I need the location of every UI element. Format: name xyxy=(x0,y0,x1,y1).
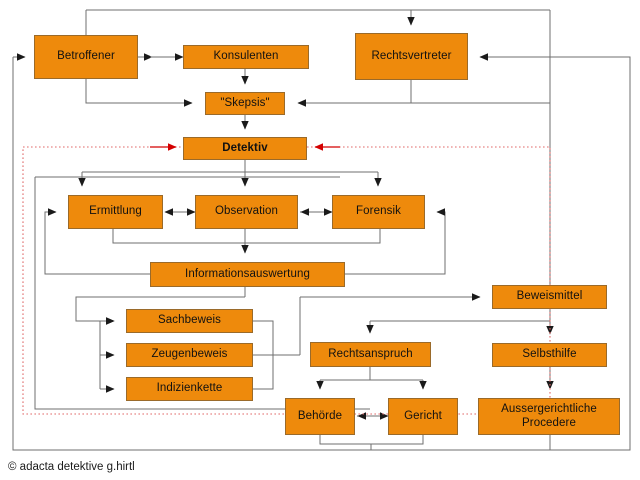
node-detektiv[interactable]: Detektiv xyxy=(183,137,307,160)
outer-frame xyxy=(12,56,631,451)
node-informationsauswertung[interactable]: Informationsauswertung xyxy=(150,262,345,287)
wire-behoerde-bottom xyxy=(319,435,424,445)
node-betroffener[interactable]: Betroffener xyxy=(34,35,138,79)
node-indizienkette[interactable]: Indizienkette xyxy=(126,377,253,401)
node-zeugenbeweis[interactable]: Zeugenbeweis xyxy=(126,343,253,367)
node-konsulenten[interactable]: Konsulenten xyxy=(183,45,309,69)
node-forensik[interactable]: Forensik xyxy=(332,195,425,229)
node-gericht[interactable]: Gericht xyxy=(388,398,458,435)
node-ermittlung[interactable]: Ermittlung xyxy=(68,195,163,229)
node-beweismittel[interactable]: Beweismittel xyxy=(492,285,607,309)
node-aussergerichtliche-procedere[interactable]: Aussergerichtliche Procedere xyxy=(478,398,620,435)
copyright-caption: © adacta detektive g.hirtl xyxy=(8,461,135,473)
wire-info-feedback-ermittlung xyxy=(44,208,150,275)
wire-info-feedback-forensik xyxy=(345,208,446,275)
wire-info-evidence-rail xyxy=(75,296,245,325)
node-behoerde[interactable]: Behörde xyxy=(285,398,355,435)
inner-frame xyxy=(34,177,370,410)
node-rechtsanspruch[interactable]: Rechtsanspruch xyxy=(310,342,431,367)
node-observation[interactable]: Observation xyxy=(195,195,298,229)
wire-betroffener-skepsis xyxy=(85,79,193,107)
node-skepsis[interactable]: "Skepsis" xyxy=(205,92,285,115)
node-sachbeweis[interactable]: Sachbeweis xyxy=(126,309,253,333)
node-rechtsvertreter[interactable]: Rechtsvertreter xyxy=(355,33,468,80)
node-selbsthilfe[interactable]: Selbsthilfe xyxy=(492,343,607,367)
wire-ermittlung-bottom xyxy=(112,229,381,244)
